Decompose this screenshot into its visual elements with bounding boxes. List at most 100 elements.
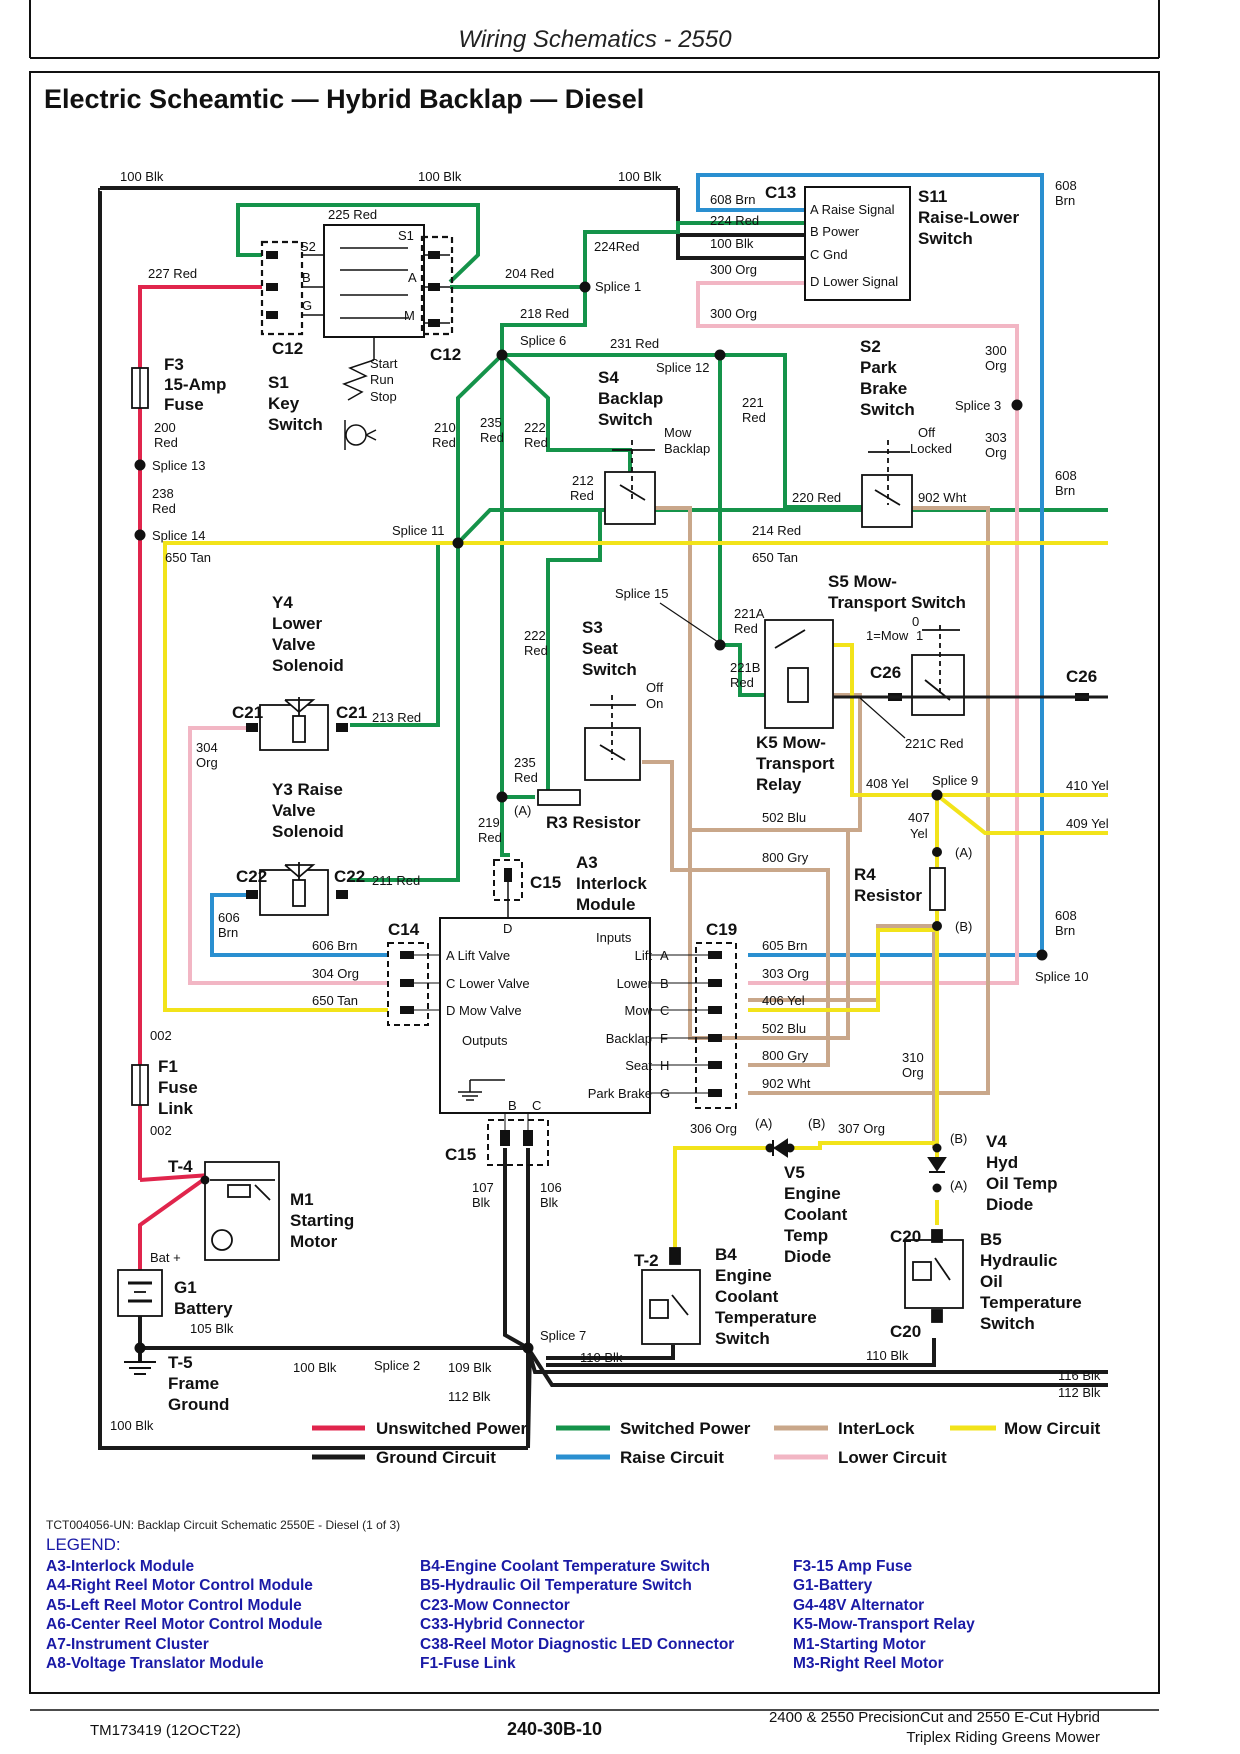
s4-switch-graphic — [604, 440, 656, 525]
label-221a-1: 221A — [734, 606, 765, 621]
c13-label: C13 — [765, 183, 796, 202]
y4-name: Y4 — [272, 593, 293, 612]
raise-circuit-wires — [210, 173, 1044, 957]
label-304-full: 304 Org — [312, 966, 359, 981]
component-labels: C12 C12 S2 B G S1 A M Start Run Stop S1 … — [150, 183, 1097, 1414]
label-608-mid-1: 608 — [1055, 468, 1077, 483]
v5-name-5: Diode — [784, 1247, 831, 1266]
legend-column-3: F3-15 Amp Fuse G1-Battery G4-48V Alterna… — [793, 1557, 975, 1673]
v4-name: V4 — [986, 1132, 1007, 1151]
r4-pin-a: (A) — [955, 845, 972, 860]
label-107-2: Blk — [472, 1195, 491, 1210]
label-650-b: 650 Tan — [752, 550, 798, 565]
label-608-right-1: 608 — [1055, 178, 1077, 193]
s5-name: S5 Mow- — [828, 572, 897, 591]
label-408: 408 Yel — [866, 776, 909, 791]
legend-item: A8-Voltage Translator Module — [46, 1655, 264, 1673]
a3-pin-d: D — [503, 921, 512, 936]
f3-name: F3 — [164, 355, 184, 374]
label-002-b: 002 — [150, 1123, 172, 1138]
a3-name: A3 — [576, 853, 598, 872]
splice-9-label: Splice 9 — [932, 773, 978, 788]
label-235-1: 235 — [480, 415, 502, 430]
b5-name: B5 — [980, 1230, 1002, 1249]
b5-name-4: Temperature — [980, 1293, 1082, 1312]
m1-name-3: Motor — [290, 1232, 338, 1251]
label-300-right-1: 300 — [985, 343, 1007, 358]
y3-name-2: Valve — [272, 801, 316, 820]
label-303-full: 303 Org — [762, 966, 809, 981]
m1-name-2: Starting — [290, 1211, 354, 1230]
splice-13-label: Splice 13 — [152, 458, 205, 473]
label-300-b: 300 Org — [710, 306, 757, 321]
label-221b-1: 221B — [730, 660, 760, 675]
s1-term-b: B — [302, 270, 311, 285]
y3-name: Y3 Raise — [272, 780, 343, 799]
a3-in-backlap: Backlap — [606, 1031, 652, 1046]
label-606-1: 606 — [218, 910, 240, 925]
a3-in-lower: Lower — [617, 976, 653, 991]
legend-title: LEGEND: — [46, 1535, 121, 1554]
c21-right-label: C21 — [336, 703, 367, 722]
s1-name: S1 — [268, 373, 289, 392]
a3-left-lower: C Lower Valve — [446, 976, 530, 991]
f3-name-2: 15-Amp — [164, 375, 226, 394]
a3-pin-bot-b: B — [508, 1098, 517, 1113]
r4-name-2: Resistor — [854, 886, 922, 905]
label-606-full: 606 Brn — [312, 938, 358, 953]
label-221-1: 221 — [742, 395, 764, 410]
legend-item: A4-Right Reel Motor Control Module — [46, 1577, 313, 1595]
label-608-low-2: Brn — [1055, 923, 1075, 938]
label-409: 409 Yel — [1066, 816, 1109, 831]
label-100blk-d: 100 Blk — [710, 236, 754, 251]
label-800-a: 800 Gry — [762, 850, 809, 865]
legend-item: F3-15 Amp Fuse — [793, 1558, 913, 1575]
legend-item: B4-Engine Coolant Temperature Switch — [420, 1558, 710, 1575]
label-608-right-2: Brn — [1055, 193, 1075, 208]
legend-ground-circuit: Ground Circuit — [376, 1448, 496, 1467]
label-222-1: 222 — [524, 420, 546, 435]
b4-name: B4 — [715, 1245, 737, 1264]
label-200-2: Red — [154, 435, 178, 450]
s1-pos-stop: Stop — [370, 389, 397, 404]
legend-item: A7-Instrument Cluster — [46, 1635, 209, 1653]
s11-pin-a: A Raise Signal — [810, 202, 895, 217]
c20-top-label: C20 — [890, 1227, 921, 1246]
v4-pin-b: (B) — [950, 1131, 967, 1146]
s1-name-2: Key — [268, 394, 300, 413]
legend-mow-circuit: Mow Circuit — [1004, 1419, 1101, 1438]
c15-top-label: C15 — [530, 873, 561, 892]
t5-name-2: Frame — [168, 1374, 219, 1393]
label-410: 410 Yel — [1066, 778, 1109, 793]
s5-switch-graphic — [911, 625, 965, 716]
legend-item: B5-Hydraulic Oil Temperature Switch — [420, 1577, 692, 1595]
label-605: 605 Brn — [762, 938, 808, 953]
legend-item: C33-Hybrid Connector — [420, 1616, 585, 1634]
legend-lower-circuit: Lower Circuit — [838, 1448, 947, 1467]
f1-name: F1 — [158, 1057, 178, 1076]
legend-item: G4-48V Alternator — [793, 1596, 925, 1614]
label-304-2: Org — [196, 755, 218, 770]
s3-name-3: Switch — [582, 660, 637, 679]
c26-left-label: C26 — [870, 663, 901, 682]
k5-name: K5 Mow- — [756, 733, 826, 752]
b4-name-2: Engine — [715, 1266, 772, 1285]
s4-pos-mow: Mow — [664, 425, 692, 440]
a3-in-seat: Seat — [625, 1058, 652, 1073]
legend-column-2: B4-Engine Coolant Temperature Switch B5-… — [420, 1557, 734, 1673]
footer-model: 2400 & 2550 PrecisionCut and 2550 E-Cut … — [700, 1708, 1100, 1748]
label-112-a: 112 Blk — [448, 1389, 491, 1404]
lower-circuit-wires — [188, 281, 1019, 985]
a3-name-2: Interlock — [576, 874, 647, 893]
label-608: 608 Brn — [710, 192, 756, 207]
a3-pin-h: H — [660, 1058, 669, 1073]
v4-pin-a: (A) — [950, 1178, 967, 1193]
label-105: 105 Blk — [190, 1321, 234, 1336]
s3-pos-off: Off — [646, 680, 663, 695]
k5-name-3: Relay — [756, 775, 802, 794]
footer-doc-id: TM173419 (12OCT22) — [90, 1722, 241, 1739]
f1-name-2: Fuse — [158, 1078, 198, 1097]
c22-left-label: C22 — [236, 867, 267, 886]
label-221c: 221C Red — [905, 736, 964, 751]
